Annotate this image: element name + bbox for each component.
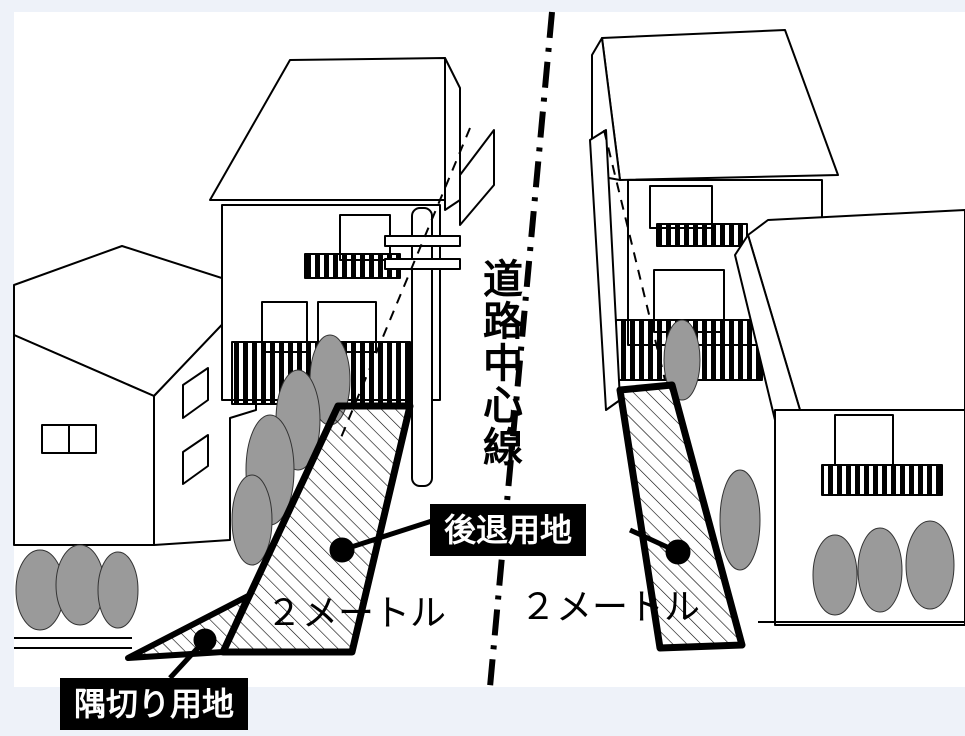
setback-dot-left [329, 537, 355, 563]
corner-cut-land-label: 隅切り用地 [60, 678, 249, 730]
right-road-edge-line [603, 129, 666, 381]
trees [15, 319, 955, 631]
right-setback-area [616, 381, 746, 652]
left-setback-area [219, 402, 414, 656]
utility-pole [384, 207, 461, 487]
road-center-line-label: 道路中心線 [476, 258, 522, 468]
setback-pointer-left [341, 517, 436, 553]
left-road-edge-line [339, 127, 471, 441]
corner-cut-dot [193, 628, 217, 652]
corner-cut-area [125, 593, 251, 661]
setback-land-label: 後退用地 [430, 504, 587, 556]
distance-label-right: ２メートル [520, 587, 701, 628]
distance-label-left: ２メートル [266, 593, 447, 634]
setback-dot-right [665, 539, 691, 565]
left-main-house [209, 57, 495, 405]
road-center-line [487, 11, 555, 688]
left-front-house [13, 245, 257, 546]
